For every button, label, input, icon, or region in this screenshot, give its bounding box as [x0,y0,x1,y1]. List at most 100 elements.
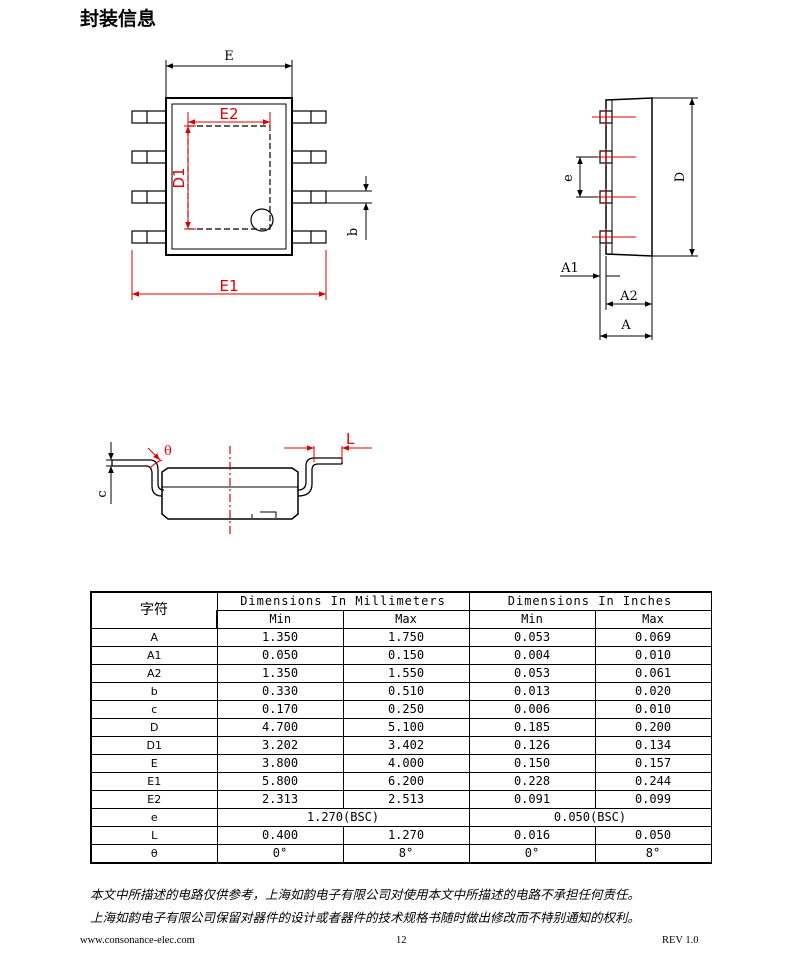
in-max-cell: 0.061 [594,664,712,683]
in-min-cell: 0.053 [468,664,596,683]
section-title: 封装信息 [80,8,157,30]
front-view: θ c L [95,430,372,534]
in-bsc-cell: 0.050(BSC) [468,808,712,827]
symbol-cell: e [90,808,218,827]
in-max-cell: 0.069 [594,628,712,647]
symbol-cell: A2 [90,664,218,683]
label-b: b [346,228,361,236]
mm-min-header: Min [216,610,344,629]
in-max-cell: 0.010 [594,646,712,665]
mm-header: Dimensions In Millimeters [216,591,470,611]
mm-max-cell: 0.510 [342,682,470,701]
symbol-cell: D1 [90,736,218,755]
symbol-cell: c [90,700,218,719]
label-theta: θ [164,444,172,459]
mm-min-cell: 5.800 [216,772,344,791]
in-max-cell: 0.099 [594,790,712,809]
in-min-cell: 0.053 [468,628,596,647]
label-A: A [620,318,631,333]
mm-min-cell: 0.400 [216,826,344,845]
mm-max-cell: 1.270 [342,826,470,845]
mm-max-cell: 0.250 [342,700,470,719]
in-min-cell: 0.150 [468,754,596,773]
mm-max-cell: 0.150 [342,646,470,665]
mm-min-cell: 3.202 [216,736,344,755]
in-min-cell: 0.228 [468,772,596,791]
in-min-cell: 0.126 [468,736,596,755]
disclaimer-line-1: 本文中所描述的电路仅供参考，上海如韵电子有限公司对使用本文中所描述的电路不承担任… [90,887,641,902]
mm-max-cell: 2.513 [342,790,470,809]
in-min-cell: 0.016 [468,826,596,845]
symbol-cell: E [90,754,218,773]
mm-max-cell: 5.100 [342,718,470,737]
label-D1: D1 [170,167,188,188]
symbol-cell: E1 [90,772,218,791]
mm-min-cell: 0.170 [216,700,344,719]
mm-min-cell: 0.330 [216,682,344,701]
symbol-header: 字符 [90,591,218,629]
in-min-cell: 0.091 [468,790,596,809]
footer-revision: REV 1.0 [662,935,699,946]
footer-website[interactable]: www.consonance-elec.com [80,935,195,946]
mm-min-cell: 1.350 [216,628,344,647]
in-max-cell: 8° [594,844,712,864]
mm-max-cell: 1.550 [342,664,470,683]
mm-min-cell: 0.050 [216,646,344,665]
in-min-cell: 0.004 [468,646,596,665]
label-D: D [673,172,688,182]
mm-min-cell: 2.313 [216,790,344,809]
label-e: e [561,174,576,182]
top-view: E b E2 [131,49,372,300]
symbol-cell: L [90,826,218,845]
symbol-cell: A1 [90,646,218,665]
symbol-cell: b [90,682,218,701]
side-view: e D A1 A2 A [560,97,698,340]
in-max-cell: 0.244 [594,772,712,791]
in-max-cell: 0.050 [594,826,712,845]
in-min-cell: 0.006 [468,700,596,719]
mm-min-cell: 3.800 [216,754,344,773]
label-A1: A1 [560,261,579,276]
in-max-cell: 0.200 [594,718,712,737]
label-E2: E2 [219,105,238,123]
inch-header: Dimensions In Inches [468,591,712,611]
mm-max-cell: 1.750 [342,628,470,647]
symbol-cell: θ [90,844,218,864]
mm-max-cell: 8° [342,844,470,864]
in-max-cell: 0.134 [594,736,712,755]
label-A2: A2 [619,289,638,304]
mm-min-cell: 1.350 [216,664,344,683]
disclaimer-line-2: 上海如韵电子有限公司保留对器件的设计或者器件的技术规格书随时做出修改而不特别通知… [90,910,641,925]
label-E1: E1 [219,277,238,295]
mm-max-cell: 4.000 [342,754,470,773]
label-E: E [224,49,234,64]
mm-max-header: Max [342,610,470,629]
in-max-cell: 0.010 [594,700,712,719]
in-min-header: Min [468,610,596,629]
package-drawing: E b E2 [95,49,698,534]
mm-bsc-cell: 1.270(BSC) [216,808,470,827]
in-min-cell: 0° [468,844,596,864]
in-max-header: Max [594,610,712,629]
in-max-cell: 0.157 [594,754,712,773]
symbol-cell: A [90,628,218,647]
mm-max-cell: 6.200 [342,772,470,791]
mm-min-cell: 0° [216,844,344,864]
mm-max-cell: 3.402 [342,736,470,755]
mm-min-cell: 4.700 [216,718,344,737]
label-L: L [346,430,355,448]
symbol-cell: D [90,718,218,737]
footer-page-number: 12 [396,935,407,946]
dimensions-table: 字符 Dimensions In Millimeters Dimensions … [90,591,712,864]
